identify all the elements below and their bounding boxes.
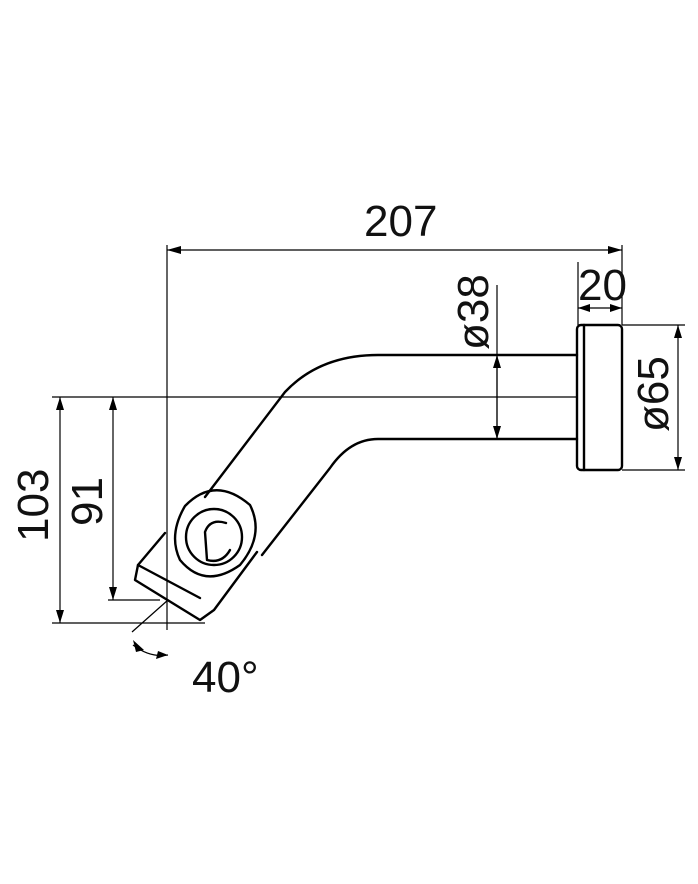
swivel-ring-outer — [173, 489, 257, 578]
outlet-face-line — [136, 563, 202, 600]
shower-arm-part — [133, 323, 624, 622]
dim-flange-thickness: 20 — [578, 261, 627, 310]
pipe-lower-edge — [260, 437, 579, 557]
dimension-labels: 207 20 ø38 ø65 103 91 40° — [9, 197, 678, 702]
dim-total-drop: 103 — [9, 469, 58, 542]
swivel-head-body — [133, 531, 259, 622]
dim-outlet-drop: 91 — [63, 477, 112, 526]
swivel-ring-inner — [184, 507, 244, 567]
dim-flange-diameter: ø65 — [629, 356, 678, 432]
dimension-lines — [56, 246, 682, 659]
swivel-clip — [203, 520, 232, 563]
dim-overall-length: 207 — [364, 197, 437, 246]
pipe-upper-edge — [203, 353, 579, 499]
dim-pipe-diameter: ø38 — [449, 274, 498, 350]
dim-tilt-angle: 40° — [192, 653, 259, 702]
